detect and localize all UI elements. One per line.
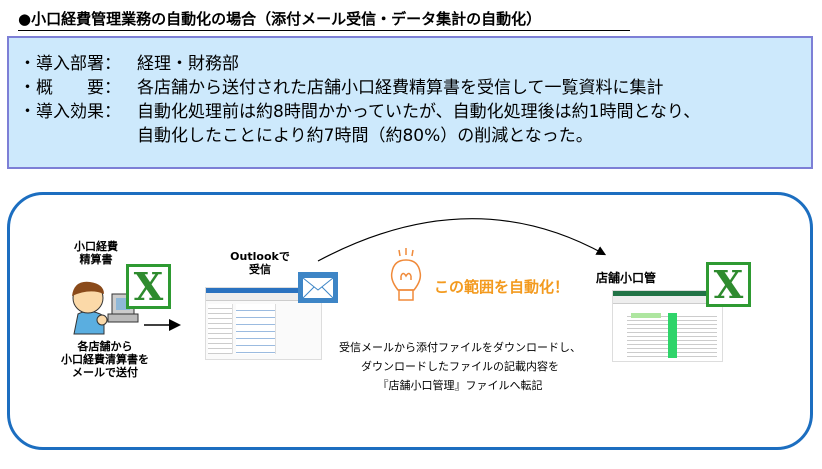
text: 小口経費 — [74, 240, 118, 253]
text: メールで送付 — [72, 366, 138, 379]
label: ・導入効果： — [19, 102, 121, 122]
text: ダウンロードしたファイルの記載内容を — [361, 360, 559, 373]
text: Outlookで — [230, 250, 290, 263]
value: 自動化したことにより約7時間（約80%）の削減となった。 — [137, 126, 593, 146]
value: 各店舗から送付された店舗小口経費精算書を受信して一覧資料に集計 — [137, 78, 664, 98]
text: 小口経費清算書を — [61, 353, 149, 366]
label: ・導入部署： — [19, 54, 121, 74]
outlook-label: Outlookで受信 — [225, 250, 295, 276]
text: 各店舗から — [77, 340, 133, 353]
curved-arrow — [317, 218, 607, 262]
info-summary: ・概 要： 各店舗から送付された店舗小口経費精算書を受信して一覧資料に集計 — [19, 76, 664, 100]
label: ・概 要： — [19, 78, 121, 98]
process-diagram — [7, 192, 813, 450]
excel-glyph: X — [133, 263, 164, 309]
info-department: ・導入部署： 経理・財務部 — [19, 52, 239, 76]
text: 『店舗小口管理』ファイルへ転記 — [377, 379, 543, 392]
target-label: 店舗小口管 — [596, 271, 657, 285]
lightbulb-icon — [390, 248, 422, 301]
doc-label: 小口経費精算書 — [70, 240, 122, 266]
text: 受信 — [249, 263, 271, 276]
sender-label: 各店舗から小口経費清算書をメールで送付 — [50, 340, 160, 379]
info-effect-cont: 自動化したことにより約7時間（約80%）の削減となった。 — [19, 124, 593, 148]
excel-glyph: X — [713, 261, 744, 307]
excel-icon: X — [706, 262, 751, 307]
text: 受信メールから添付ファイルをダウンロードし、 — [339, 341, 581, 354]
info-effect: ・導入効果： 自動化処理前は約8時間かかっていたが、自動化処理後は約1時間となり、 — [19, 100, 700, 124]
automation-label: この範囲を自動化！ — [434, 278, 570, 296]
text: 精算書 — [79, 253, 113, 266]
spreadsheet-screenshot — [612, 290, 723, 362]
process-description: 受信メールから添付ファイルをダウンロードし、ダウンロードしたファイルの記載内容を… — [320, 338, 600, 395]
value: 自動化処理前は約8時間かかっていたが、自動化処理後は約1時間となり、 — [137, 102, 701, 122]
info-box: ・導入部署： 経理・財務部 ・概 要： 各店舗から送付された店舗小口経費精算書を受信… — [7, 36, 813, 169]
page-title: ●小口経費管理業務の自動化の場合（添付メール受信・データ集計の自動化） — [18, 8, 630, 31]
person-at-computer-icon — [72, 281, 139, 335]
value: 経理・財務部 — [137, 54, 239, 74]
envelope-icon — [298, 272, 338, 303]
excel-icon: X — [126, 264, 171, 309]
